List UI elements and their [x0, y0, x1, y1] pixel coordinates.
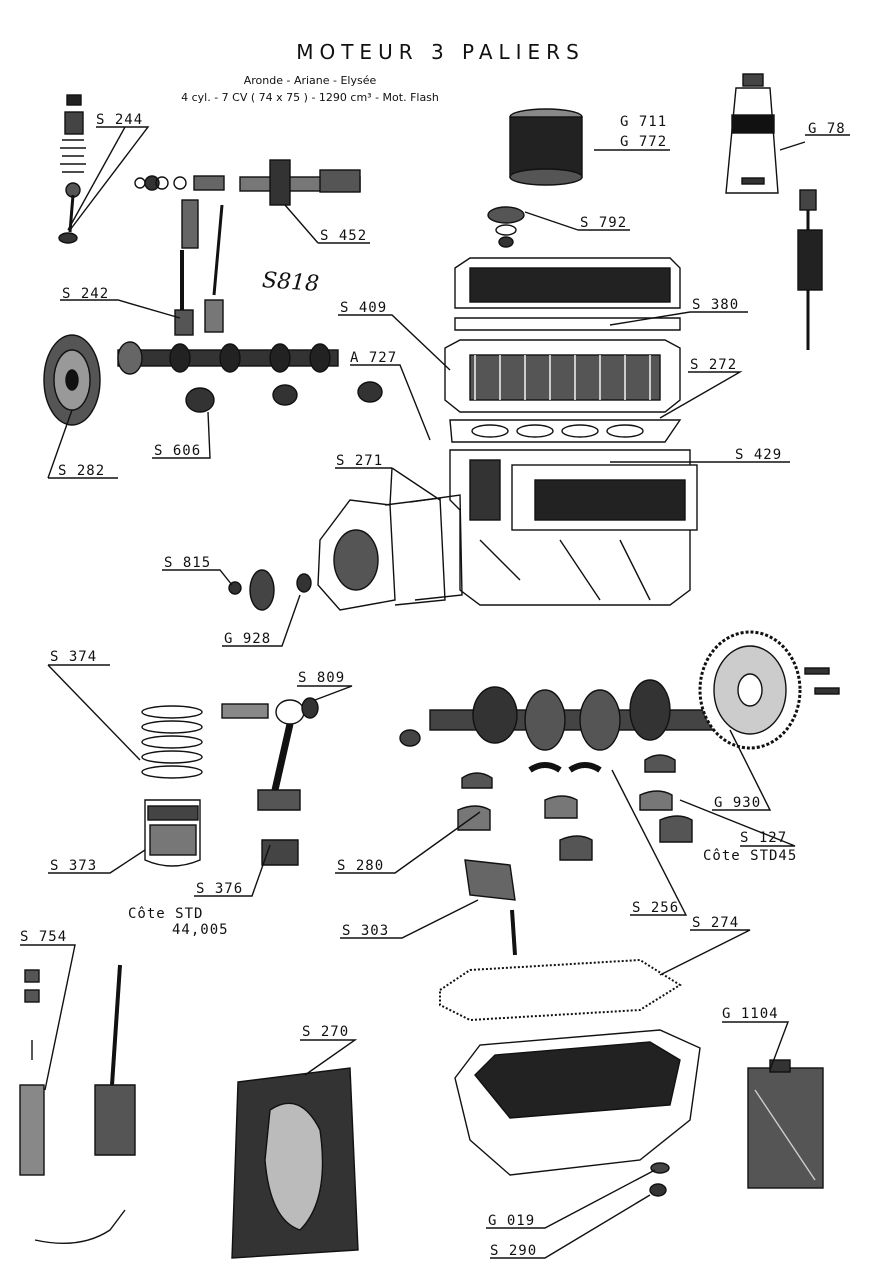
- label-s380: S 380: [692, 297, 739, 313]
- head-gasket: [449, 419, 682, 443]
- rocker-shaft-part: [134, 159, 361, 336]
- label-s280: S 280: [337, 858, 384, 874]
- oil-filler-dipstick: [797, 189, 823, 350]
- label-g930: G 930: [714, 795, 761, 811]
- label-g78: G 78: [808, 121, 846, 137]
- label-s606: S 606: [154, 443, 201, 459]
- leader-lines: [20, 126, 850, 1259]
- label-s429: S 429: [735, 447, 782, 463]
- piston: [144, 799, 201, 867]
- note-cote-std: Côte STD: [128, 906, 204, 922]
- label-s815: S 815: [164, 555, 211, 571]
- bearing-cap: [464, 859, 517, 956]
- note-cote-value: 44,005: [172, 922, 229, 938]
- label-g928: G 928: [224, 631, 271, 647]
- label-s127: S 127: [740, 830, 787, 846]
- engine-block: [449, 449, 698, 606]
- note-cote-std45: Côte STD45: [703, 848, 798, 864]
- label-s373: S 373: [50, 858, 97, 874]
- label-s452: S 452: [320, 228, 367, 244]
- label-s754: S 754: [20, 929, 67, 945]
- label-g019: G 019: [488, 1213, 535, 1229]
- label-s376: S 376: [196, 881, 243, 897]
- label-s282: S 282: [58, 463, 105, 479]
- valve-spring-part: [58, 94, 86, 244]
- label-s271: S 271: [336, 453, 383, 469]
- oil-can: [747, 1059, 824, 1189]
- label-s374: S 374: [50, 649, 97, 665]
- main-bearings: [457, 754, 693, 861]
- page-title: MOTEUR 3 PALIERS: [296, 40, 585, 64]
- label-s272: S 272: [690, 357, 737, 373]
- connecting-rod: [221, 697, 319, 866]
- sealant-tube: [725, 73, 779, 194]
- part-labels: S 244 G 711 G 772 G 78 S 452 S 792 S 242…: [20, 112, 846, 1259]
- oil-pan-gasket: [439, 958, 682, 1022]
- label-s809: S 809: [298, 670, 345, 686]
- oil-pan: [454, 1029, 701, 1176]
- crankshaft: [399, 679, 731, 751]
- label-s242: S 242: [62, 286, 109, 302]
- label-s409: S 409: [340, 300, 387, 316]
- crank-pulley: [228, 569, 275, 611]
- drain-plug: [649, 1162, 670, 1197]
- filler-cap: [487, 206, 525, 248]
- subtitle-models: Aronde - Ariane - Elysée: [243, 74, 377, 87]
- label-s274: S 274: [692, 915, 739, 931]
- label-s303: S 303: [342, 923, 389, 939]
- cylinder-head: [444, 339, 681, 413]
- camshaft: [117, 341, 383, 413]
- timing-cover: [296, 494, 463, 611]
- label-g772: G 772: [620, 134, 667, 150]
- piston-rings: [141, 705, 203, 779]
- label-g711: G 711: [620, 114, 667, 130]
- label-a727: A 727: [350, 350, 397, 366]
- gasket-set-pack: [231, 1067, 359, 1259]
- rocker-cover: [454, 257, 681, 331]
- timing-sprocket: [43, 334, 101, 426]
- label-s270: S 270: [302, 1024, 349, 1040]
- label-s256: S 256: [632, 900, 679, 916]
- flywheel: [698, 630, 840, 750]
- label-s792: S 792: [580, 215, 627, 231]
- subtitle-specs: 4 cyl. - 7 CV ( 74 x 75 ) - 1290 cm³ - M…: [181, 91, 439, 104]
- oil-filter-cartridge: [509, 108, 583, 186]
- oil-pump: [19, 964, 136, 1245]
- label-s244: S 244: [96, 112, 143, 128]
- label-g1104: G 1104: [722, 1006, 779, 1022]
- label-s290: S 290: [490, 1243, 537, 1259]
